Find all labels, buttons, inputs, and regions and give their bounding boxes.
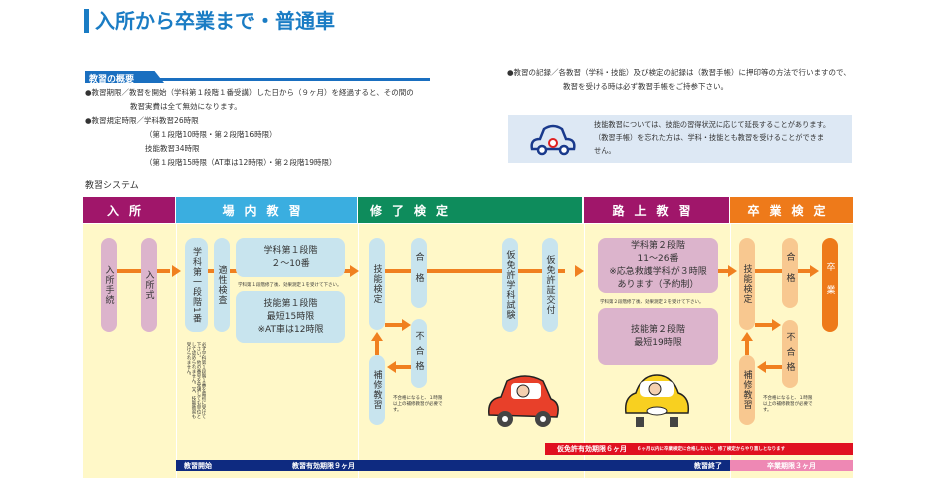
- step-gakka1-1: 学科第一段階1番: [185, 238, 208, 332]
- step-sotsugyo: 卒業: [822, 238, 838, 332]
- header-nyusho: 入所: [83, 197, 175, 223]
- system-label: 教習システム: [85, 181, 139, 191]
- fail-note-1: 不合格になると、１時限以上の補修教習が必要です。: [393, 396, 443, 413]
- validity-bar: 教習開始教習有効期限９ヶ月教習終了: [176, 460, 730, 471]
- step-karimen-gakka: 仮免許学科試験: [502, 238, 518, 332]
- step-gokaku-2: 合格: [782, 238, 798, 308]
- step-kentei-2: 技能検定: [739, 238, 755, 330]
- step-nyusho-tetsuzuki: 入所手続: [101, 238, 117, 332]
- car-icon: [530, 124, 576, 156]
- graduation-deadline-bar: 卒業期限３ヶ月: [730, 460, 853, 471]
- gakka2-note: 学科第２段階修了後、効果測定２を受けて下さい。: [600, 300, 704, 305]
- header-shuryo: 修了検定: [358, 197, 582, 223]
- step-kentei-1: 技能検定: [369, 238, 385, 330]
- step-fugokaku-1: 不合格: [411, 319, 427, 388]
- step-tekisei: 適性検査: [214, 238, 230, 332]
- step-gokaku-1: 合格: [411, 238, 427, 308]
- step-hoshu-1: 補修教習: [369, 355, 385, 425]
- step-fugokaku-2: 不合格: [782, 320, 798, 388]
- gakka1-note: 学科第１段階修了後、効果測定１を受けて下さい。: [238, 283, 342, 288]
- record-text: ●教習の記録／各教習（学科・技能）及び検定の記録は（教習手帳）に押印等の方法で行…: [507, 68, 851, 91]
- step-nyushoshiki: 入所式: [141, 238, 157, 332]
- header-sotsugyo: 卒業検定: [730, 197, 853, 223]
- arrow: [350, 265, 359, 277]
- overview-heading: 教習の概要: [85, 67, 430, 83]
- flow-area: [83, 224, 853, 478]
- gakka1-1-note: 必ず学科第１段階１番を最初に受けて下さい。他の番号を受講しても単位として認められ…: [186, 342, 206, 419]
- page-title: 入所から卒業まで・普通車: [84, 9, 335, 33]
- header-jonai: 場内教習: [176, 197, 357, 223]
- red-car-illustration: [488, 375, 559, 427]
- info-box: 技能教習については、技能の習得状況に応じて延長することがあります。（教習手帳）を…: [508, 115, 852, 163]
- step-ginou1: 技能第１段階最短15時限※AT車は12時限: [236, 291, 345, 343]
- step-karimen-kofu: 仮免許証交付: [542, 238, 558, 332]
- yellow-car-illustration: [624, 374, 690, 427]
- step-hoshu-2: 補修教習: [739, 355, 755, 425]
- overview-text: ●教習期限／教習を開始（学科第１段階１番受講）した日から（９ヶ月）を経過すると、…: [85, 88, 414, 167]
- header-rojo: 路上教習: [584, 197, 729, 223]
- step-ginou2: 技能第２段階最短19時限: [598, 308, 718, 365]
- fail-note-2: 不合格になると、１時限以上の補修教習が必要です。: [763, 396, 813, 413]
